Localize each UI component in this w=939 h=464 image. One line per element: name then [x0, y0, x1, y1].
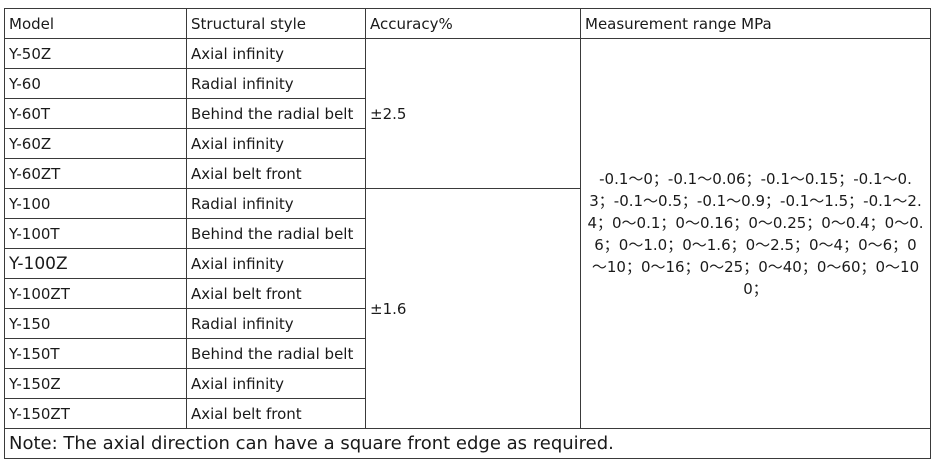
- spec-table: Model Structural style Accuracy% Measure…: [4, 8, 931, 459]
- accuracy-cell: ±1.6: [365, 188, 581, 429]
- model-cell: Y-150T: [4, 338, 187, 369]
- table-row: Y-60 Radial infinity: [4, 68, 931, 99]
- header-accuracy: Accuracy%: [365, 8, 581, 39]
- style-cell: Axial infinity: [186, 38, 366, 69]
- style-cell: Radial infinity: [186, 188, 366, 219]
- model-cell: Y-60T: [4, 98, 187, 129]
- measurement-range-cell: -0.1～0；-0.1～0.06；-0.1～0.15；-0.1～0.3；-0.1…: [580, 38, 931, 429]
- header-model: Model: [4, 8, 187, 39]
- table-row: Y-150T Behind the radial belt: [4, 338, 931, 369]
- model-cell: Y-150Z: [4, 368, 187, 399]
- style-cell: Radial infinity: [186, 68, 366, 99]
- table-row: Y-60T Behind the radial belt: [4, 98, 931, 129]
- model-cell: Y-100ZT: [4, 278, 187, 309]
- note-row: Note: The axial direction can have a squ…: [4, 428, 931, 459]
- table-row: Y-100T Behind the radial belt: [4, 218, 931, 249]
- style-cell: Axial belt front: [186, 398, 366, 429]
- table-row: Y-150 Radial infinity: [4, 308, 931, 339]
- model-cell: Y-60ZT: [4, 158, 187, 189]
- table-row: Y-60Z Axial infinity: [4, 128, 931, 159]
- table-row: Y-100Z Axial infinity: [4, 248, 931, 279]
- style-cell: Radial infinity: [186, 308, 366, 339]
- model-cell: Y-60: [4, 68, 187, 99]
- model-cell: Y-100: [4, 188, 187, 219]
- table-row: Y-50Z Axial infinity ±2.5 -0.1～0；-0.1～0.…: [4, 38, 931, 429]
- table-row: Y-100ZT Axial belt front: [4, 278, 931, 309]
- header-structural-style: Structural style: [186, 8, 366, 39]
- style-cell: Axial belt front: [186, 278, 366, 309]
- header-measurement-range: Measurement range MPa: [580, 8, 931, 39]
- model-cell: Y-60Z: [4, 128, 187, 159]
- style-cell: Axial infinity: [186, 368, 366, 399]
- style-cell: Behind the radial belt: [186, 338, 366, 369]
- model-cell: Y-150ZT: [4, 398, 187, 429]
- style-cell: Axial infinity: [186, 128, 366, 159]
- model-cell: Y-100T: [4, 218, 187, 249]
- table-row: Y-150Z Axial infinity: [4, 368, 931, 399]
- style-cell: Axial infinity: [186, 248, 366, 279]
- note-text: Note: The axial direction can have a squ…: [4, 428, 931, 459]
- table-row: Y-150ZT Axial belt front: [4, 398, 931, 429]
- style-cell: Behind the radial belt: [186, 98, 366, 129]
- model-cell: Y-150: [4, 308, 187, 339]
- style-cell: Behind the radial belt: [186, 218, 366, 249]
- style-cell: Axial belt front: [186, 158, 366, 189]
- table-row: Y-60ZT Axial belt front: [4, 158, 931, 189]
- model-cell: Y-100Z: [4, 248, 187, 279]
- header-row: Model Structural style Accuracy% Measure…: [4, 8, 931, 39]
- model-cell: Y-50Z: [4, 38, 187, 69]
- table-row: Y-100 Radial infinity ±1.6: [4, 188, 931, 429]
- accuracy-cell: ±2.5: [365, 38, 581, 189]
